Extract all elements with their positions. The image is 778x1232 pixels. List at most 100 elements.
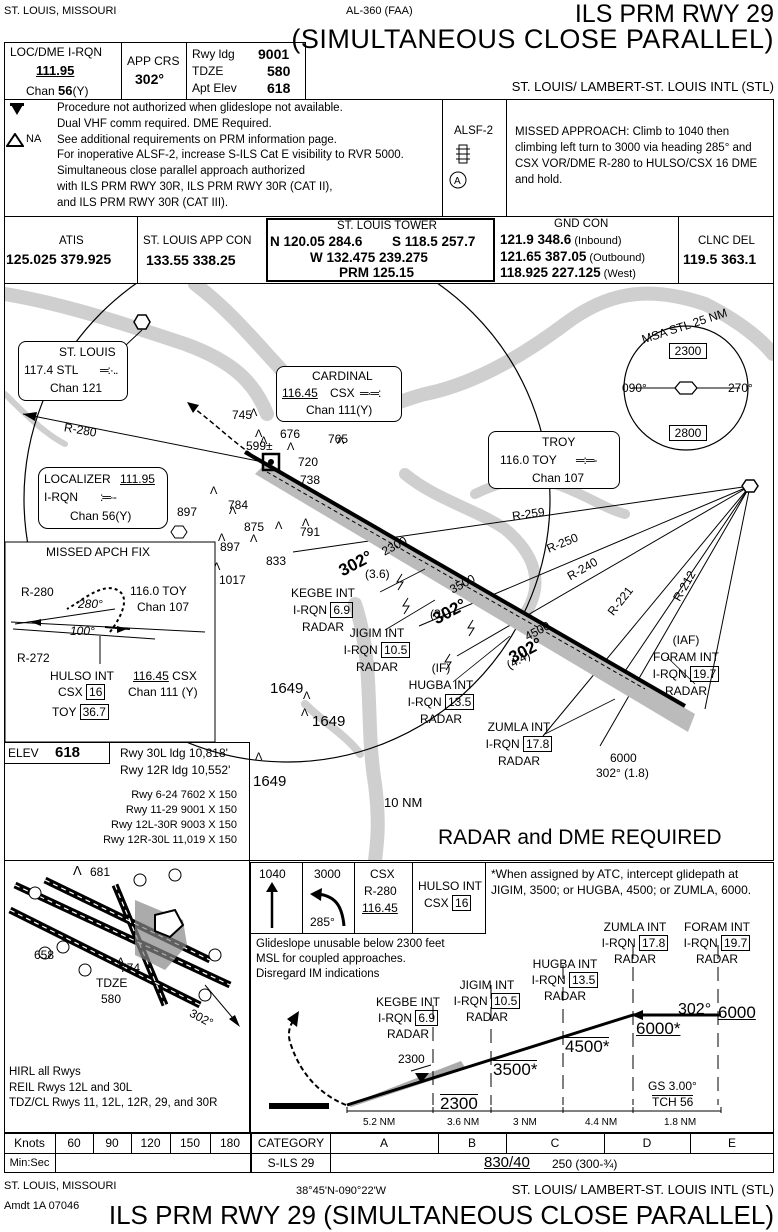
runway-spec: Rwy 11-29 9001 X 150	[125, 804, 237, 816]
note-line: and ILS PRM RWY 30R (CAT III).	[57, 196, 229, 209]
knots-value: 120	[140, 1136, 161, 1150]
morse-icon: ═:═-	[576, 453, 597, 467]
fix-radar: RADAR	[543, 989, 586, 1003]
spot-elevation: 897	[177, 505, 198, 519]
loc-freq-plan: 111.95	[120, 472, 155, 486]
profile-alt: 4500*	[565, 1037, 610, 1056]
climb-alt-1: 1040	[259, 867, 286, 881]
knots-value: 90	[105, 1136, 119, 1150]
fix-ident: I-RQN	[531, 973, 566, 987]
csx-icon-ident: CSX	[370, 867, 395, 881]
csx-vor-name: CARDINAL	[312, 369, 373, 383]
gnd-note-2: (Outbound)	[589, 252, 646, 264]
svg-text:Λ: Λ	[213, 561, 221, 573]
fix-dme: 19.7	[689, 666, 720, 682]
fix-kegbe: KEGBE INT I-RQN 6.9 RADAR	[282, 585, 364, 636]
msa-left-bearing: 090°	[622, 381, 647, 395]
loc-chan: Chan 56(Y)	[70, 509, 132, 523]
sils-minimums: 830/40	[484, 1154, 530, 1171]
category-c: C	[550, 1136, 560, 1150]
svg-text:Λ: Λ	[275, 520, 283, 532]
spot-elevation: 738	[300, 473, 321, 487]
pt-course: 302° (1.8)	[596, 766, 649, 780]
atis-freq: 125.025 379.925	[6, 251, 112, 267]
spot-elevation: 1649	[312, 713, 346, 730]
knots-value: 60	[67, 1136, 81, 1150]
spot-elevation: 833	[266, 554, 287, 568]
spot-elevation: 676	[280, 427, 301, 441]
glidepath-note: *When assigned by ATC, intercept glidepa…	[491, 867, 752, 897]
rwy-ldg-1: Rwy 30L ldg 10,818'	[120, 746, 228, 760]
fix-name: KEGBE INT	[375, 995, 440, 1009]
spot-elevation: 897	[220, 540, 241, 554]
tower-label: ST. LOUIS TOWER	[337, 220, 437, 232]
gnd-label: GND CON	[554, 218, 609, 230]
knots-value: 150	[179, 1136, 201, 1150]
loc-ident: I-RQN	[44, 490, 78, 504]
spot-elevation: 599±	[246, 439, 273, 453]
lighting-note: REIL Rwys 12L and 30L	[9, 1081, 133, 1094]
lighting-notes: HIRL all Rwys REIL Rwys 12L and 30L TDZ/…	[9, 1065, 217, 1112]
fix-dme: 17.8	[638, 935, 669, 951]
airport-elev-774: 774	[120, 961, 141, 975]
minsec-label: Min:Sec	[9, 1157, 50, 1169]
fix-box-csx: CSX	[58, 685, 83, 699]
csx-vor-ident: CSX	[330, 386, 355, 400]
svg-text:Λ: Λ	[337, 435, 345, 447]
profile-graphics	[269, 945, 722, 1113]
tower-prm: PRM 125.15	[339, 265, 415, 280]
stl-vor-name: ST. LOUIS	[59, 345, 116, 359]
clnc-label: CLNC DEL	[698, 235, 755, 247]
segment-nm: 1.8 NM	[664, 1117, 697, 1128]
tower-west: W 132.475 239.275	[310, 250, 428, 265]
profile-fix-hugba: HUGBA INT I-RQN 13.5 RADAR	[524, 956, 606, 1004]
spot-elevation: 1649	[253, 773, 287, 790]
loc-freq: 111.95	[36, 63, 75, 78]
fix-radar: RADAR	[419, 712, 462, 726]
knots-value: 180	[219, 1136, 241, 1150]
stl-vor-freq: 117.4 STL	[24, 363, 79, 377]
turn-left-icon	[310, 888, 346, 927]
hold-inbound: 100°	[70, 624, 95, 638]
lighting-icon: A	[449, 144, 470, 189]
note-line: Simultaneous close parallel approach aut…	[57, 165, 306, 178]
fix-name: FORAM INT	[684, 920, 750, 934]
svg-text:Λ: Λ	[73, 863, 82, 878]
profile-alt: 6000*	[636, 1019, 681, 1038]
na-label: NA	[26, 133, 42, 145]
fix-name: KEGBE INT	[290, 586, 355, 600]
category-e: E	[727, 1136, 736, 1150]
csx-vor-box	[276, 366, 402, 422]
fix-dme: 6.9	[330, 602, 354, 618]
troy-vor-name: TROY	[542, 435, 576, 449]
spot-elevation: 1017	[219, 573, 246, 587]
sils-rvr: 250 (300-¾)	[552, 1157, 618, 1171]
profile-alt: 2300	[440, 1094, 478, 1113]
gnd-freq-2: 121.65 387.05	[500, 249, 587, 264]
runway-spec: Rwy 12L-30R 9003 X 150	[111, 819, 237, 831]
fix-ident: I-RQN	[652, 667, 687, 681]
fix-name: JIGIM INT	[349, 626, 405, 640]
msa-right-bearing: 270°	[728, 381, 753, 395]
fix-box-r272: R-272	[17, 651, 50, 665]
svg-text:Λ: Λ	[210, 485, 218, 497]
hold-icon-dme: 16	[452, 895, 472, 911]
hold-outbound: 280°	[78, 597, 103, 611]
fix-ident: I-RQN	[377, 1011, 412, 1025]
gnd-note-3: (West)	[603, 268, 636, 280]
clnc-freq: 119.5 363.1	[683, 251, 757, 267]
missed-approach-text: MISSED APPROACH: Climb to 1040 then clim…	[515, 126, 758, 186]
svg-text:Λ: Λ	[287, 441, 295, 453]
airport-name: ST. LOUIS/ LAMBERT-ST. LOUIS INTL (STL)	[511, 79, 774, 94]
profile-fix-zumla: ZUMLA INT I-RQN 17.8 RADAR	[594, 919, 676, 967]
runway-spec: Rwy 6-24 7602 X 150	[131, 789, 237, 801]
hold-icon-csx: CSX	[424, 896, 449, 910]
triangle-icon	[10, 103, 24, 115]
fix-dme: 10.5	[380, 642, 411, 658]
tower-box	[266, 218, 495, 282]
fix-hugba: (IF) HUGBA INT I-RQN 13.5 RADAR	[398, 660, 484, 728]
stl-vor-chan: Chan 121	[50, 381, 103, 395]
loc-name: LOCALIZER	[44, 472, 111, 486]
segment-dist: (3)	[430, 607, 445, 621]
notes-text: Procedure not authorized when glideslope…	[57, 101, 404, 212]
